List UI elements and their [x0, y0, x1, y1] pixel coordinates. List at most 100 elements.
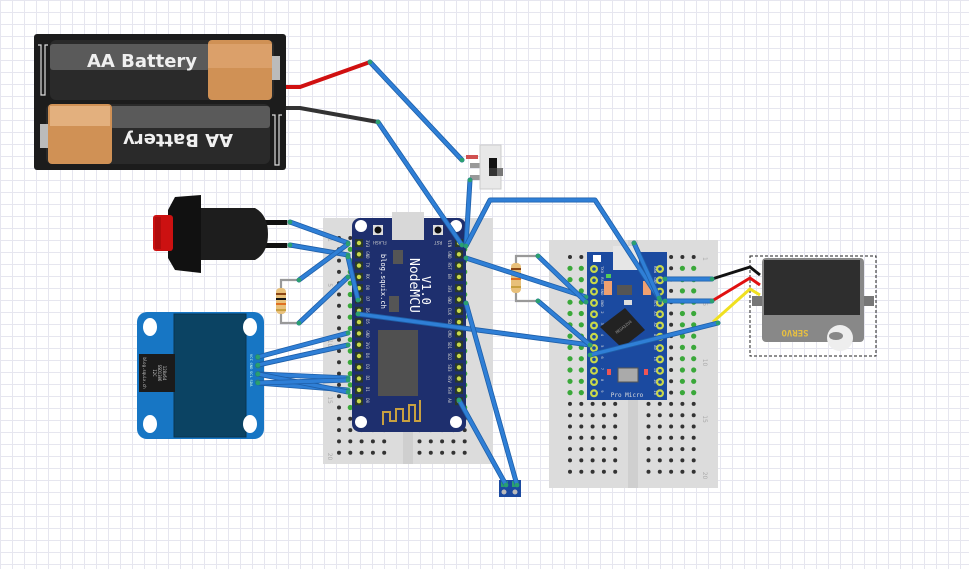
header-pin-hole	[658, 267, 662, 271]
header-pin-dot	[456, 353, 462, 359]
header-pin-hole	[592, 323, 596, 328]
breadboard-hole	[337, 428, 341, 433]
header-pin-dot	[456, 297, 462, 302]
breadboard-hole	[348, 439, 353, 444]
wire	[588, 321, 720, 357]
breadboard-hole	[679, 344, 686, 350]
breadboard-hole	[579, 413, 584, 418]
flash-label: FLASH	[373, 239, 387, 245]
wire	[464, 256, 588, 299]
breadboard-hole	[590, 401, 595, 406]
breadboard-hole	[567, 390, 573, 396]
battery-positive-lead	[286, 60, 371, 89]
breadboard-hole	[382, 450, 387, 455]
wire-end	[255, 362, 261, 368]
wire-end	[709, 276, 715, 282]
header-pin-dot	[456, 308, 462, 313]
battery-label: AA Battery	[123, 129, 233, 150]
breadboard-hole	[691, 447, 696, 452]
selection-box	[749, 255, 877, 357]
wire-end	[355, 297, 361, 303]
wire-end	[587, 352, 593, 358]
switch-slider[interactable]	[489, 158, 497, 170]
breadboard-hole	[680, 401, 685, 406]
wire-end	[535, 253, 541, 259]
breadboard-hole	[669, 322, 674, 327]
oled-screen	[173, 313, 247, 438]
breadboard-hole	[613, 424, 618, 429]
breadboard-hole	[359, 450, 364, 455]
breadboard-hole	[347, 246, 353, 252]
breadboard-hole	[347, 314, 353, 320]
wire-end	[345, 377, 351, 383]
header-pin-dot	[356, 252, 362, 257]
breadboard-hole	[680, 469, 685, 474]
breadboard-hole	[680, 435, 685, 440]
row-marker: 15	[701, 415, 708, 423]
breadboard-hole	[567, 277, 573, 283]
flash-button[interactable]	[374, 226, 382, 234]
pin-label: CLK	[447, 308, 452, 316]
pin-label: A0	[653, 345, 658, 350]
nodemcu-board: FLASH RST NodeMCU V1.0 blog.squix.ch 3V3…	[352, 212, 466, 432]
breadboard-hole	[646, 447, 651, 452]
breadboard-hole	[417, 439, 422, 444]
wire-end	[296, 277, 302, 283]
wire-end	[631, 240, 637, 246]
breadboard-hole	[347, 337, 353, 343]
battery-label: AA Battery	[87, 51, 197, 72]
header-pin-hole	[658, 380, 662, 384]
breadboard-hole	[613, 401, 618, 406]
header-pin-dot	[356, 342, 362, 347]
header-pin-hole	[592, 380, 596, 384]
header-pin-dot	[456, 331, 462, 336]
breadboard-hole	[679, 390, 686, 396]
header-pin-hole	[658, 323, 662, 328]
breadboard-hole	[691, 435, 696, 440]
svg-text:128x64: 128x64	[162, 366, 167, 381]
pro-micro-title: Pro Micro	[611, 392, 644, 399]
pin-label: D4	[365, 353, 370, 358]
wire	[256, 378, 350, 385]
breadboard-hole	[348, 450, 353, 455]
header-pin-hole	[592, 357, 596, 362]
wire	[256, 331, 350, 359]
wire-end	[459, 242, 465, 248]
breadboard-hole	[680, 255, 685, 259]
pin-label: D1	[365, 387, 370, 392]
wire	[297, 242, 350, 282]
servo-lead-ground	[711, 265, 761, 281]
breadboard-hole	[567, 344, 573, 350]
row-marker: 10	[326, 340, 333, 348]
pin-label: D8	[365, 285, 370, 290]
pin-label: TX	[365, 263, 370, 268]
pin-label: RX	[365, 274, 370, 279]
pin-label: D2	[365, 376, 370, 381]
breadboard-hole	[347, 371, 353, 377]
breadboard-hole	[601, 469, 606, 474]
header-pin-dot	[356, 365, 362, 370]
nodemcu-version: V1.0	[419, 276, 433, 305]
slide-switch[interactable]	[466, 144, 503, 190]
wire	[632, 241, 661, 300]
breadboard-hole	[691, 458, 696, 463]
wire-end	[456, 397, 462, 403]
pin-label: RSV	[447, 387, 452, 395]
breadboard-hole	[613, 458, 618, 463]
wire-end	[463, 255, 469, 261]
breadboard-hole	[567, 367, 573, 373]
breadboard-hole	[428, 450, 433, 455]
pro-micro-pins: TXORXIGNDGND23456789RAWGNDRSTVCCA3A2A1A0…	[590, 265, 664, 398]
push-button[interactable]	[153, 195, 292, 273]
breadboard-hole	[337, 303, 341, 308]
breadboard-hole	[601, 447, 606, 452]
wire-end	[514, 482, 520, 488]
breadboard-hole	[337, 292, 341, 297]
oled-pin-label: VCC	[249, 354, 254, 361]
breadboard-hole	[337, 315, 341, 320]
wire	[297, 275, 350, 325]
rst-button[interactable]	[434, 226, 442, 234]
header-pin-hole	[592, 278, 596, 283]
header-pin-dot	[356, 274, 362, 280]
row-marker: 15	[326, 396, 333, 404]
